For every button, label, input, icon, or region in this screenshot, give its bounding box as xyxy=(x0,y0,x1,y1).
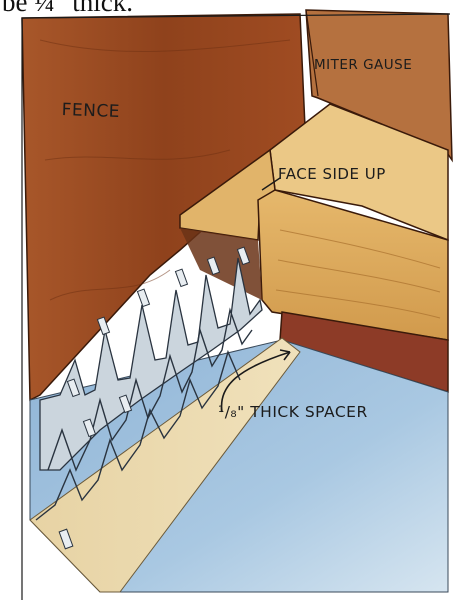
caption-fragment: be ¼" thick. xyxy=(2,0,133,17)
miter-edge xyxy=(305,9,319,97)
fence xyxy=(21,13,307,402)
blade-clips xyxy=(58,246,251,550)
fence-label: FENCE xyxy=(61,100,121,123)
miter-gauge-label: MITER GAUSE xyxy=(314,57,413,73)
board-grain xyxy=(275,229,441,319)
face-leader xyxy=(261,177,281,191)
frame-lines xyxy=(21,13,451,600)
spacer-label: ¹/₈" THICK SPACER xyxy=(218,403,368,421)
spacer-arrowhead xyxy=(279,349,291,361)
table-strip xyxy=(29,337,301,593)
dado-blades xyxy=(35,257,263,521)
spacer-arrow xyxy=(220,351,291,413)
fence-grain xyxy=(39,39,291,301)
face-side-up-label: FACE SIDE UP xyxy=(278,165,386,183)
